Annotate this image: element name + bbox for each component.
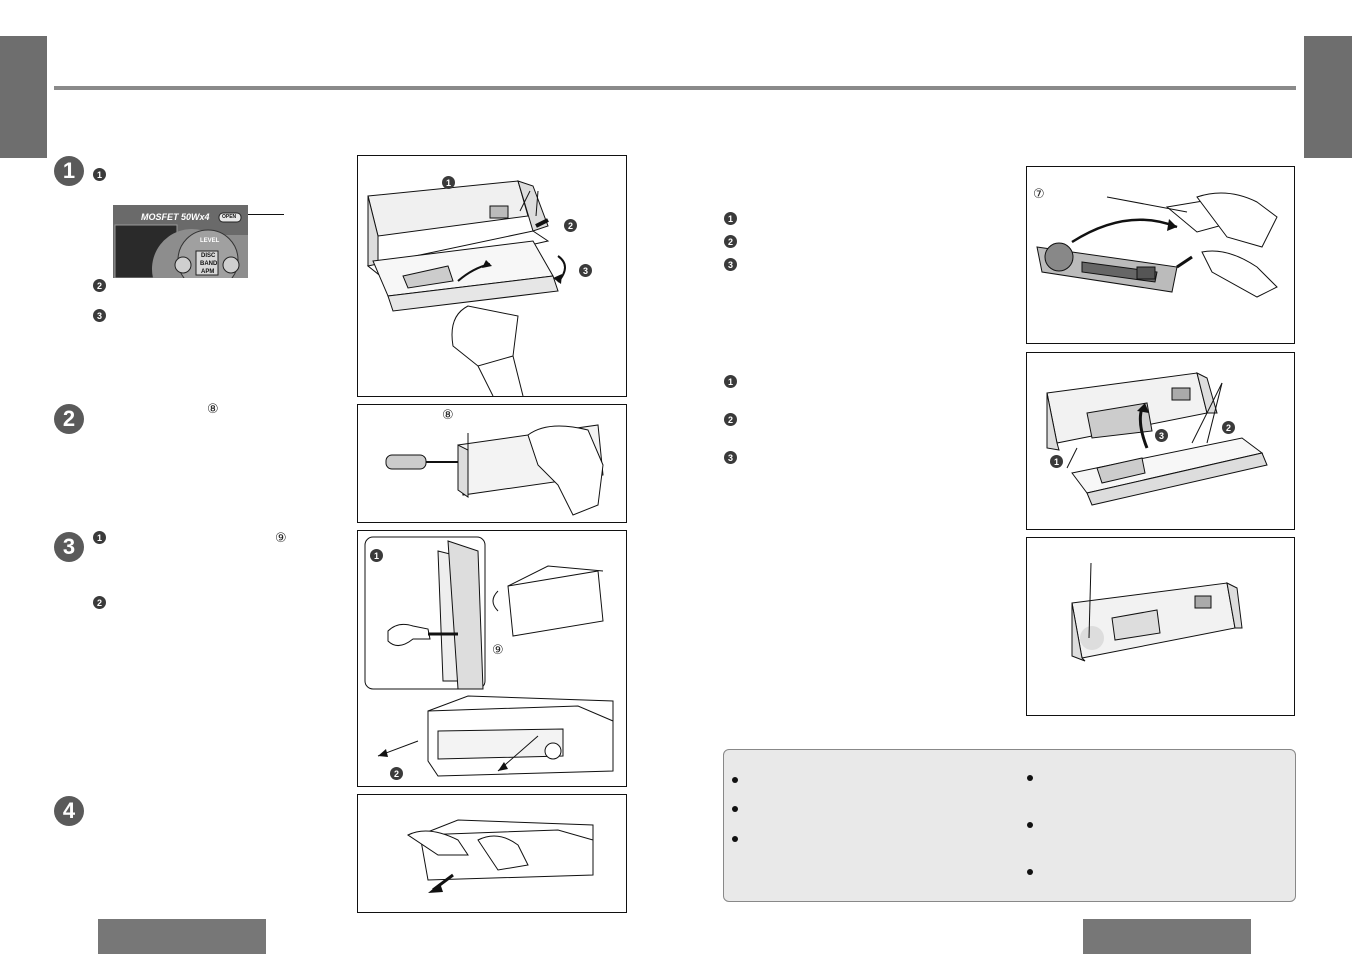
fig1-mark-1: 1 (442, 176, 455, 189)
right-footer-bar (1083, 919, 1251, 954)
mark-number: 3 (1158, 430, 1164, 441)
case-drawing (1036, 192, 1278, 298)
step-2-ref: ⑧ (207, 402, 219, 417)
step-2-number: 2 (62, 406, 76, 431)
step-3-badge: 3 (54, 532, 84, 562)
fig1-mark-3: 3 (579, 264, 592, 277)
fig2-ref: ⑧ (442, 408, 454, 423)
sub-number: 1 (96, 532, 102, 543)
step-4-number: 4 (62, 798, 76, 823)
mark-number: 3 (582, 265, 588, 276)
open-pointer-line (248, 214, 284, 215)
faceplate-removal-drawing (366, 180, 566, 396)
note-bullet (732, 777, 738, 783)
faceplate-brand-label: MOSFET 50Wx4 (141, 212, 210, 222)
fig-b-mark-2: 2 (1222, 421, 1235, 434)
release-drawing (364, 536, 614, 777)
left-page-tab (0, 36, 47, 158)
mark-number: 1 (445, 177, 451, 188)
step-1-sub-2: 2 (93, 279, 106, 292)
attach-drawing (1046, 372, 1268, 506)
note-bullet (732, 836, 738, 842)
upper-list-2: 2 (724, 235, 737, 248)
sub-number: 3 (96, 310, 102, 321)
left-footer-bar (98, 919, 266, 954)
screwdriver-drawing (385, 424, 604, 516)
sub-number: 2 (96, 280, 102, 291)
list-number: 3 (727, 452, 733, 463)
note-bullet (732, 806, 738, 812)
note-bullet (1027, 775, 1033, 781)
step-2-badge: 2 (54, 404, 84, 434)
lower-list-2: 2 (724, 413, 737, 426)
fig1-mark-2: 2 (564, 219, 577, 232)
faceplate-photo: MOSFET 50Wx4 OPEN LEVEL DISC BAND APM (113, 205, 248, 278)
step-1-badge: 1 (54, 156, 84, 186)
figure-remove-faceplate: 1 2 3 (357, 155, 627, 397)
step-1-sub-3: 3 (93, 309, 106, 322)
step-4-badge: 4 (54, 796, 84, 826)
fig3-mark-1: 1 (370, 549, 383, 562)
sub-number: 2 (96, 597, 102, 608)
faceplate-apm-label: APM (201, 269, 215, 275)
mark-number: 2 (393, 768, 399, 779)
fig3-mark-2: 2 (390, 767, 403, 780)
list-number: 3 (727, 259, 733, 270)
figure-screwdriver: ⑧ (357, 404, 627, 523)
sub-number: 1 (96, 169, 102, 180)
fig-a-ref: ⑦ (1033, 187, 1045, 202)
header-rule (54, 86, 1296, 90)
fig-b-mark-1: 1 (1050, 455, 1063, 468)
step-1-number: 1 (62, 158, 76, 183)
mark-number: 2 (1225, 422, 1231, 433)
step-3-sub-1: 1 (93, 531, 106, 544)
upper-list-1: 1 (724, 212, 737, 225)
list-number: 1 (727, 376, 733, 387)
upper-list-3: 3 (724, 258, 737, 271)
faceplate-rear-drawing (1071, 562, 1243, 662)
faceplate-illustration (113, 205, 248, 278)
mark-number: 1 (373, 550, 379, 561)
lower-list-3: 3 (724, 451, 737, 464)
list-number: 1 (727, 213, 733, 224)
list-number: 2 (727, 414, 733, 425)
faceplate-open-button: OPEN (222, 214, 237, 220)
note-box (723, 749, 1296, 902)
faceplate-band-label: BAND (200, 261, 218, 267)
step-3-ref: ⑨ (275, 531, 287, 546)
step-3-sub-2: 2 (93, 596, 106, 609)
step-3-number: 3 (62, 534, 76, 559)
list-number: 2 (727, 236, 733, 247)
right-page-tab (1304, 36, 1352, 158)
figure-release-unit: 1 ⑨ 2 (357, 530, 627, 787)
figure-faceplate-rear (1026, 537, 1295, 716)
mark-number: 2 (567, 220, 573, 231)
step-1-sub-1: 1 (93, 168, 106, 181)
faceplate-disc-label: DISC (201, 253, 216, 259)
lower-list-1: 1 (724, 375, 737, 388)
figure-attach-faceplate: 1 2 3 (1026, 352, 1295, 530)
figure-case: ⑦ (1026, 166, 1295, 344)
fig3-ref: ⑨ (492, 643, 504, 658)
pull-unit-drawing (407, 819, 594, 893)
faceplate-level-label: LEVEL (200, 238, 220, 244)
fig-b-mark-3: 3 (1155, 429, 1168, 442)
note-bullet (1027, 822, 1033, 828)
figure-pull-unit (357, 794, 627, 913)
mark-number: 1 (1053, 456, 1059, 467)
note-bullet (1027, 869, 1033, 875)
